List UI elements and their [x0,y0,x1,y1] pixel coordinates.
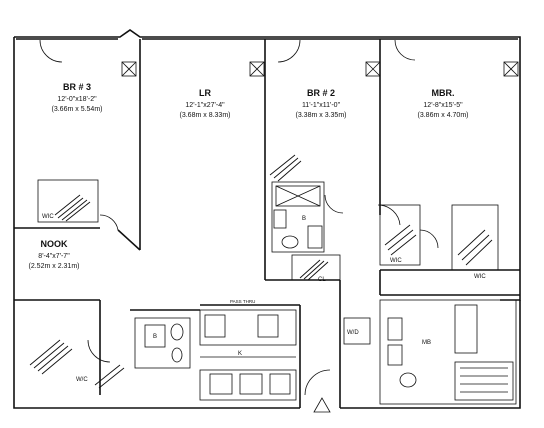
label-wic-mbr-right: WIC [474,274,486,280]
door-swings [39,39,439,396]
room-br3-dim-imperial: 12'-0"x18'-2" [57,96,97,103]
label-wic-nook: W/C [76,377,88,383]
room-br2-name: BR # 2 [307,88,335,98]
room-lr: LR 12'-1"x27'-4" (3.68m x 8.33m) [180,88,231,119]
label-mb: MB [422,340,431,346]
label-bath-br2: B [302,216,306,222]
vent-boxes [121,61,519,77]
bathroom-center [134,317,191,369]
room-mbr-name: MBR. [432,88,455,98]
room-br3-name: BR # 3 [63,82,91,92]
label-wd: W/D [347,330,359,336]
room-br2-dim-imperial: 11'-1"x11'-0" [302,102,341,109]
washer-dryer [343,317,371,345]
master-bath [379,299,517,405]
room-lr-name: LR [199,88,211,98]
room-br2: BR # 2 11'-1"x11'-0" (3.38m x 3.35m) [296,88,347,119]
closet-hatches [29,154,499,389]
label-cl-br2: CL [318,277,326,283]
room-lr-dim-imperial: 12'-1"x27'-4" [185,102,225,109]
room-br3-dim-metric: (3.66m x 5.54m) [52,106,103,113]
room-mbr: MBR. 12'-8"x15'-5" (3.86m x 4.70m) [418,88,469,119]
room-lr-dim-metric: (3.68m x 8.33m) [180,112,231,119]
kitchen [199,309,297,401]
room-nook: NOOK 8'-4"x7'-7" (2.52m x 2.31m) [29,239,80,270]
outer-walls [13,29,521,409]
label-wic-mbr-left: WIC [390,258,402,264]
label-bath-center: B [153,334,157,340]
label-kitchen: K [238,351,242,357]
room-nook-dim-metric: (2.52m x 2.31m) [29,263,80,270]
room-br2-dim-metric: (3.38m x 3.35m) [296,112,347,119]
label-wic-br3: WIC [42,214,54,220]
room-mbr-dim-imperial: 12'-8"x15'-5" [423,102,463,109]
room-mbr-dim-metric: (3.86m x 4.70m) [418,112,469,119]
room-br3: BR # 3 12'-0"x18'-2" (3.66m x 5.54m) [52,82,103,113]
label-kitchen-note: PASS THRU [230,299,255,304]
north-arrow-icon [313,397,331,413]
room-nook-dim-imperial: 8'-4"x7'-7" [38,253,70,260]
room-nook-name: NOOK [41,239,69,249]
bathroom-br2 [271,181,325,253]
